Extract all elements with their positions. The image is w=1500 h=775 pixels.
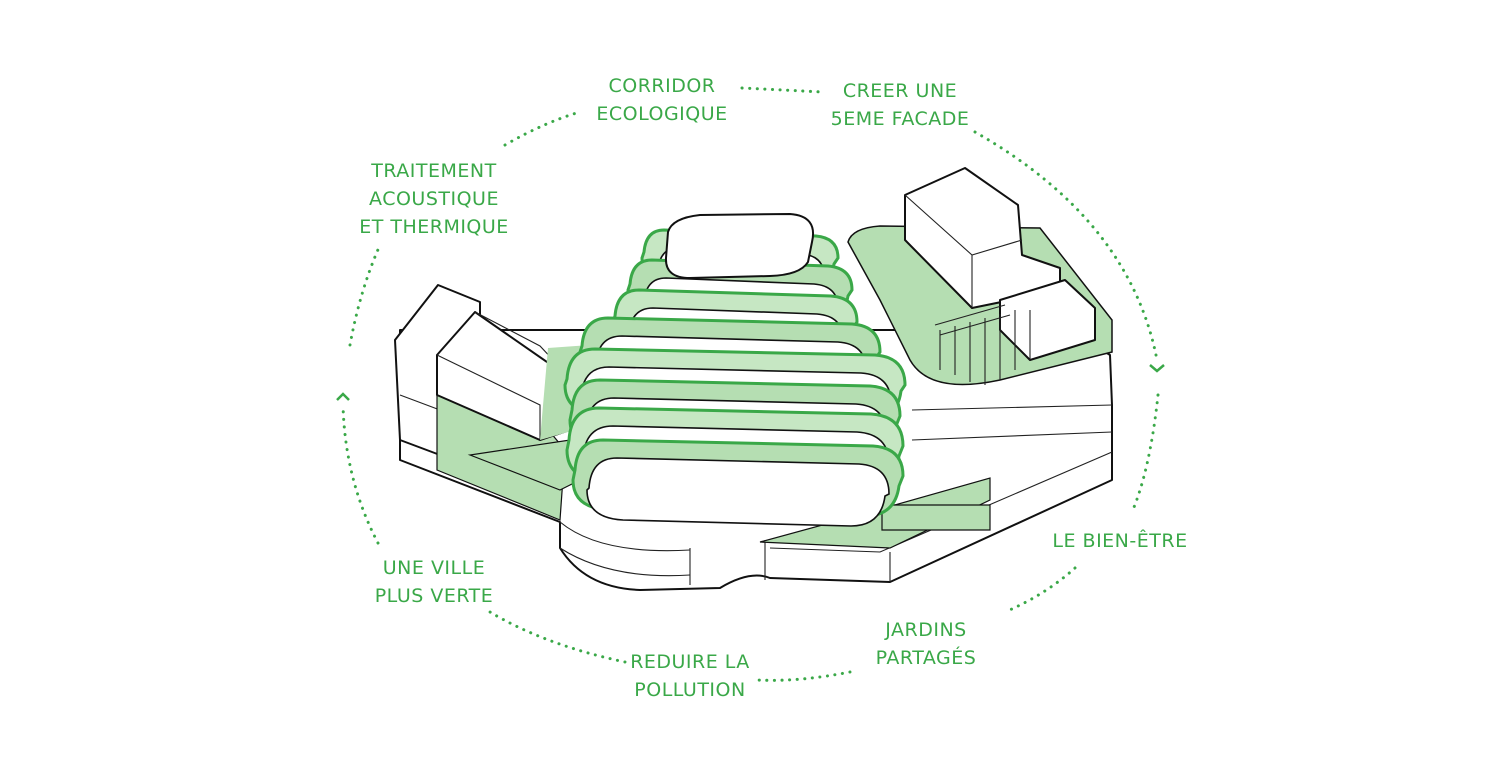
arrowhead-down-icon bbox=[1149, 364, 1165, 373]
central-stepped-tower bbox=[563, 228, 907, 527]
terrace-garden-strip bbox=[881, 504, 991, 531]
dotted-arrow-bien-etre-to-jardins bbox=[1003, 566, 1077, 614]
dotted-arrow-corridor-to-facade bbox=[740, 86, 824, 94]
dotted-arrow-jardins-to-pollution bbox=[755, 670, 852, 682]
dotted-arrow-traitement-to-corridor bbox=[503, 110, 582, 147]
cycle-arrows bbox=[336, 86, 1165, 682]
right-wing bbox=[847, 167, 1113, 386]
dotted-arrow-traitement-upper bbox=[348, 243, 382, 347]
dotted-arrow-to-bien-etre bbox=[1130, 393, 1160, 514]
dotted-arrow-ville-to-traitement bbox=[341, 403, 380, 545]
dotted-arrow-facade-to-bien-etre bbox=[973, 130, 1159, 362]
tower-floor-wall bbox=[586, 457, 890, 527]
pergola bbox=[934, 304, 1016, 385]
label-le-bien-etre: LE BIEN-ÊTRE bbox=[1052, 530, 1188, 552]
dotted-arrow-pollution-to-ville bbox=[488, 610, 627, 664]
rooftop-pavilion bbox=[664, 213, 814, 279]
arrowhead-up-icon bbox=[336, 392, 350, 401]
